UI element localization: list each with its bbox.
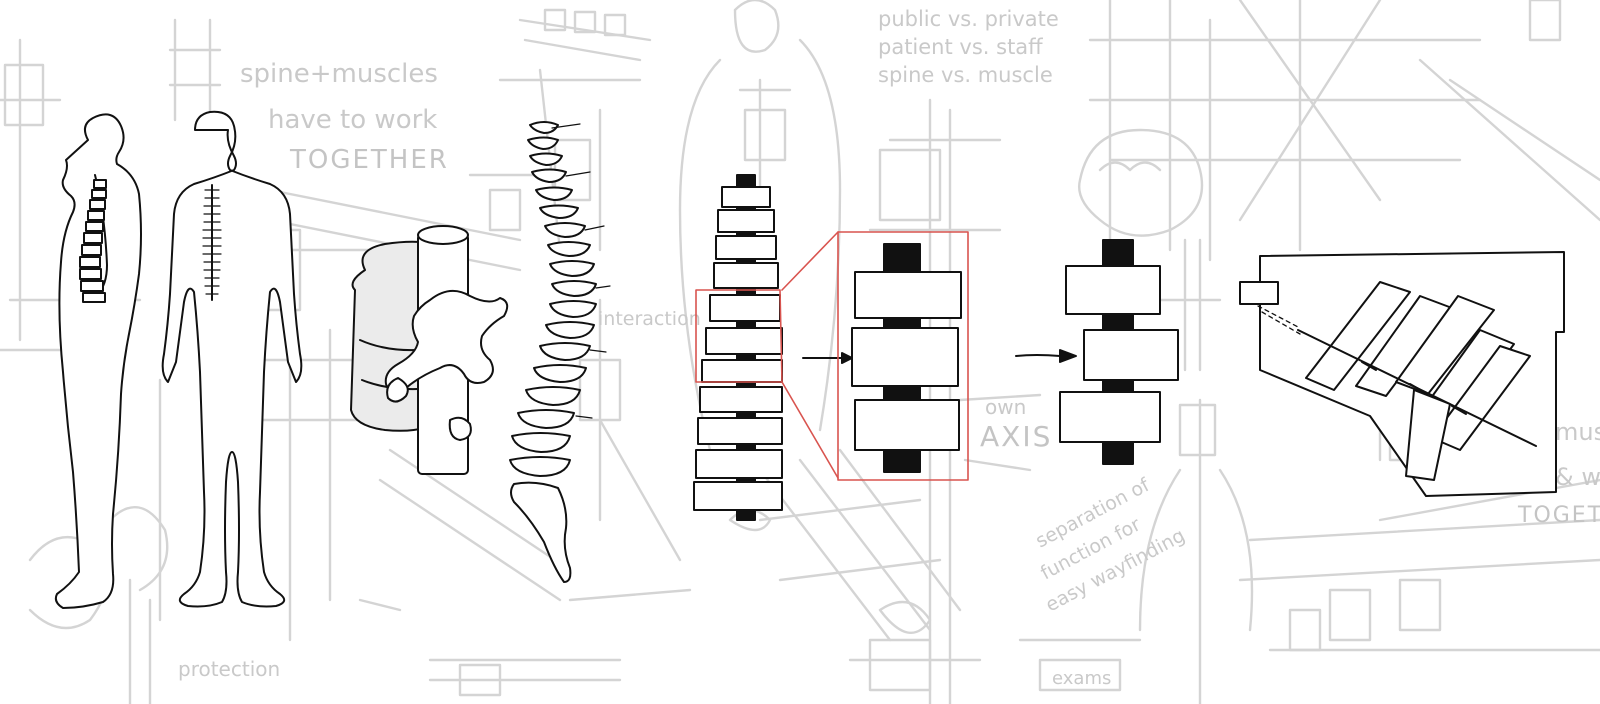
bg-box-sketch xyxy=(3,63,45,127)
note-have-to-work: have to work xyxy=(268,105,437,135)
spine-in-side-figure xyxy=(79,179,107,303)
note-exams: exams xyxy=(1052,668,1111,689)
note-spine-muscles: spine+muscles xyxy=(240,59,438,89)
note-muscles-right: muscl xyxy=(1555,418,1600,446)
note-together-right: TOGETHE xyxy=(1517,503,1600,528)
note-patient-staff: patient vs. staff xyxy=(878,35,1043,59)
arrow-to-zoom xyxy=(802,352,853,364)
note-interaction: interaction xyxy=(598,308,701,330)
note-w-right: & w xyxy=(1555,463,1600,491)
note-protection: protection xyxy=(178,657,280,681)
plan-entry-box xyxy=(1239,281,1279,305)
spine-in-back-figure xyxy=(202,184,222,301)
human-figure-back xyxy=(161,110,303,608)
spine-column xyxy=(509,121,611,583)
note-spine-muscle: spine vs. muscle xyxy=(878,63,1053,87)
note-axis: AXIS xyxy=(980,420,1052,453)
abstract-spine xyxy=(693,174,839,521)
floor-plan xyxy=(1239,251,1565,497)
simplified-segment xyxy=(1059,239,1179,465)
vertebra-model xyxy=(350,225,509,475)
zoomed-segment xyxy=(837,231,969,481)
note-public-private: public vs. private xyxy=(878,7,1059,31)
note-together: TOGETHER xyxy=(289,145,449,175)
note-own: own xyxy=(985,395,1026,419)
arrow-to-simplified xyxy=(1015,349,1077,363)
